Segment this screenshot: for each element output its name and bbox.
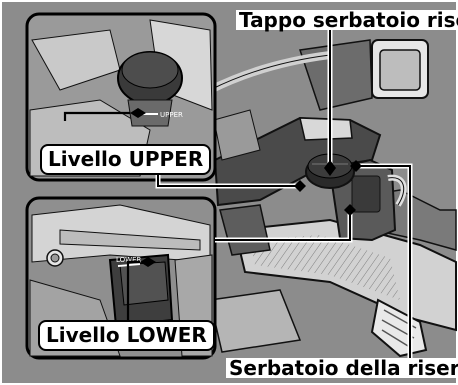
label-serbatoio-della-riserva: Serbatoio della riserva — [226, 358, 458, 378]
label-livello-lower: Livello LOWER — [38, 320, 215, 351]
label-tappo-serbatoio-riserva: Tappo serbatoio riserva — [236, 10, 458, 30]
inset-upper-mark: UPPER — [160, 111, 183, 119]
label-livello-upper: Livello UPPER — [40, 144, 211, 175]
